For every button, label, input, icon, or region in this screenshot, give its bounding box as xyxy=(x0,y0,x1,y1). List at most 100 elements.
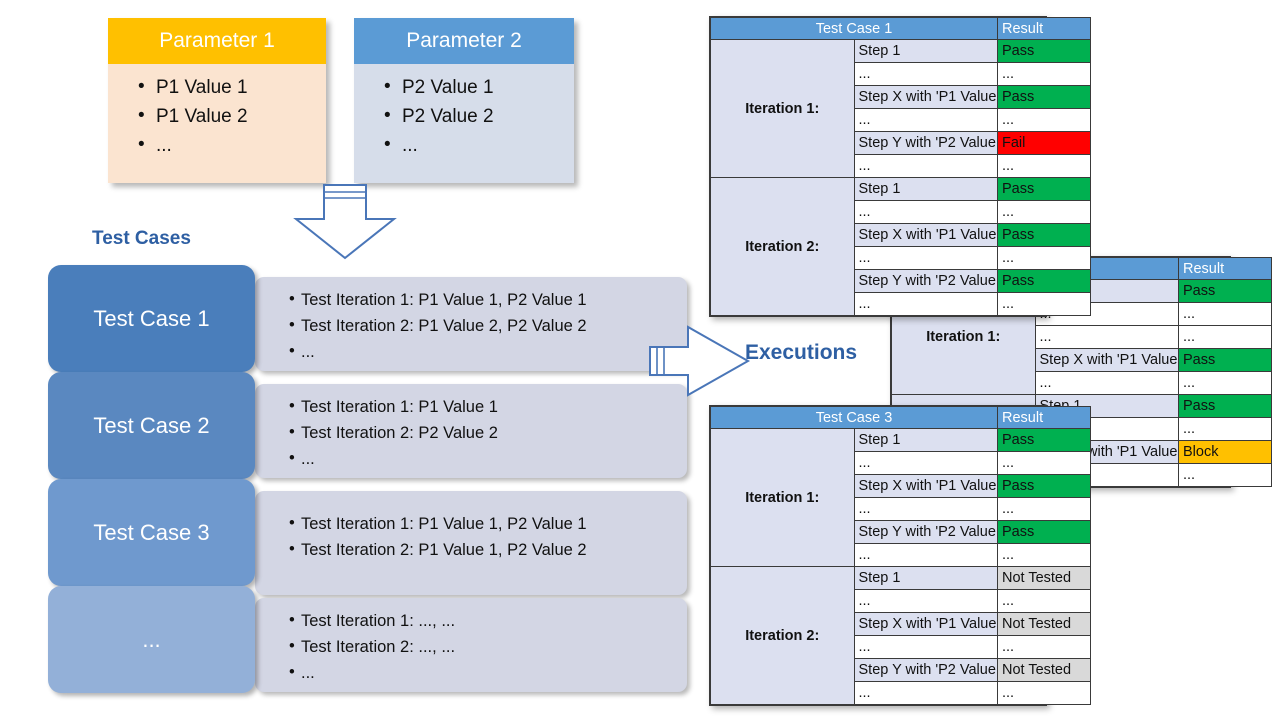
table-row: ...... xyxy=(892,371,1272,395)
step-cell: Step X with 'P1 Value 1' xyxy=(853,474,998,498)
iteration-label: Iteration 1: xyxy=(710,39,855,178)
list-item: Test Iteration 2: P2 Value 2 xyxy=(289,419,687,446)
test-case-row-4: ... Test Iteration 1: ..., ... Test Iter… xyxy=(48,586,688,693)
step-cell: Step Y with 'P2 Value 1 xyxy=(853,520,998,544)
parameter-1-value-list: P1 Value 1 P1 Value 2 ... xyxy=(108,73,326,161)
test-case-1-box[interactable]: Test Case 1 xyxy=(48,265,255,372)
step-cell: Step X with 'P1 Value 1' xyxy=(853,612,998,636)
table-row: ...... xyxy=(711,451,1091,475)
result-cell: ... xyxy=(997,200,1091,224)
list-item: P2 Value 2 xyxy=(384,102,574,132)
step-cell: ... xyxy=(853,497,998,521)
result-cell: ... xyxy=(1178,371,1272,395)
result-cell: ... xyxy=(997,497,1091,521)
step-cell: Step Y with 'P2 Value 2' xyxy=(853,658,998,682)
list-item: Test Iteration 2: P1 Value 1, P2 Value 2 xyxy=(289,536,687,563)
result-cell: Pass xyxy=(997,474,1091,498)
result-cell: ... xyxy=(997,154,1091,178)
table-row: Step X with 'P1 Value 1'Pass xyxy=(711,474,1091,498)
result-cell: Block xyxy=(1178,440,1272,464)
parameter-2-value-list: P2 Value 1 P2 Value 2 ... xyxy=(354,73,574,161)
parameter-1-values: P1 Value 1 P1 Value 2 ... xyxy=(108,64,326,183)
result-cell: Not Tested xyxy=(997,612,1091,636)
parameter-card-1: Parameter 1 P1 Value 1 P1 Value 2 ... xyxy=(108,18,326,183)
step-cell: ... xyxy=(853,589,998,613)
step-cell: Step 1 xyxy=(853,177,998,201)
table-row: ...... xyxy=(711,589,1091,613)
step-cell: Step X with 'P1 Value 1' xyxy=(1034,348,1179,372)
list-item: ... xyxy=(289,445,687,472)
result-cell: Pass xyxy=(1178,394,1272,418)
test-case-3-iteration-list: Test Iteration 1: P1 Value 1, P2 Value 1… xyxy=(255,510,687,563)
table-row: ...... xyxy=(892,325,1272,349)
test-case-2-iterations: Test Iteration 1: P1 Value 1 Test Iterat… xyxy=(255,384,687,478)
table-row: ...... xyxy=(711,62,1091,86)
test-case-2-box[interactable]: Test Case 2 xyxy=(48,372,255,479)
iteration-label: Iteration 2: xyxy=(710,566,855,705)
result-cell: ... xyxy=(997,62,1091,86)
table-row: ...... xyxy=(711,635,1091,659)
test-case-4-iterations: Test Iteration 1: ..., ... Test Iteratio… xyxy=(255,598,687,692)
result-cell: ... xyxy=(1178,302,1272,326)
step-cell: Step 1 xyxy=(853,566,998,590)
step-cell: ... xyxy=(853,681,998,705)
result-cell: Not Tested xyxy=(997,566,1091,590)
result-cell: ... xyxy=(997,246,1091,270)
table-result-header: Result xyxy=(1178,257,1272,280)
step-cell: Step X with 'P1 Value 2' xyxy=(853,223,998,247)
result-cell: ... xyxy=(997,451,1091,475)
list-item: Test Iteration 1: P1 Value 1, P2 Value 1 xyxy=(289,286,687,313)
list-item: Test Iteration 2: P1 Value 2, P2 Value 2 xyxy=(289,312,687,339)
list-item: ... xyxy=(384,131,574,161)
test-case-row-3: Test Case 3 Test Iteration 1: P1 Value 1… xyxy=(48,479,688,595)
table-row: ...... xyxy=(711,681,1091,705)
test-case-3-box[interactable]: Test Case 3 xyxy=(48,479,255,586)
down-arrow-icon xyxy=(290,183,400,261)
step-cell: ... xyxy=(853,635,998,659)
result-cell: ... xyxy=(1178,417,1272,441)
right-arrow-icon xyxy=(648,325,752,397)
step-cell: Step X with 'P1 Value 1' xyxy=(853,85,998,109)
list-item: P1 Value 1 xyxy=(138,73,326,103)
test-case-3-iterations: Test Iteration 1: P1 Value 1, P2 Value 1… xyxy=(255,491,687,595)
step-cell: Step 1 xyxy=(853,428,998,452)
table-row: Step X with 'P1 Value 1'Pass xyxy=(892,348,1272,372)
step-cell: Step 1 xyxy=(853,39,998,63)
result-cell: ... xyxy=(997,108,1091,132)
table-row: Step X with 'P1 Value 2'Pass xyxy=(711,223,1091,247)
step-cell: ... xyxy=(1034,325,1179,349)
test-case-row-2: Test Case 2 Test Iteration 1: P1 Value 1… xyxy=(48,372,688,479)
table-row: ...... xyxy=(711,154,1091,178)
result-cell: Pass xyxy=(1178,348,1272,372)
result-cell: ... xyxy=(1178,325,1272,349)
list-item: Test Iteration 1: P1 Value 1, P2 Value 1 xyxy=(289,510,687,537)
test-case-4-box[interactable]: ... xyxy=(48,586,255,693)
test-case-2-name: Test Case 2 xyxy=(93,412,210,438)
parameter-2-title: Parameter 2 xyxy=(354,18,574,64)
table-row: ...... xyxy=(711,292,1091,316)
table-result-header: Result xyxy=(997,406,1091,429)
table-row: ...... xyxy=(711,200,1091,224)
result-cell: Pass xyxy=(997,428,1091,452)
result-cell: Pass xyxy=(997,269,1091,293)
result-cell: ... xyxy=(1178,463,1272,487)
executions-label: Executions xyxy=(745,341,858,364)
table-row: Iteration 1:Step 1 Pass xyxy=(710,39,1091,178)
result-cell: Pass xyxy=(1178,279,1272,303)
step-cell: Step Y with 'P2 Value 2' xyxy=(853,269,998,293)
table-row: Step X with 'P1 Value 1'Not Tested xyxy=(711,612,1091,636)
step-cell: ... xyxy=(853,292,998,316)
test-case-1-name: Test Case 1 xyxy=(93,305,210,331)
step-cell: ... xyxy=(853,108,998,132)
parameter-2-values: P2 Value 1 P2 Value 2 ... xyxy=(354,64,574,183)
step-cell: ... xyxy=(853,451,998,475)
test-case-1-iteration-list: Test Iteration 1: P1 Value 1, P2 Value 1… xyxy=(255,286,687,365)
result-cell: Pass xyxy=(997,85,1091,109)
result-cell: ... xyxy=(997,681,1091,705)
